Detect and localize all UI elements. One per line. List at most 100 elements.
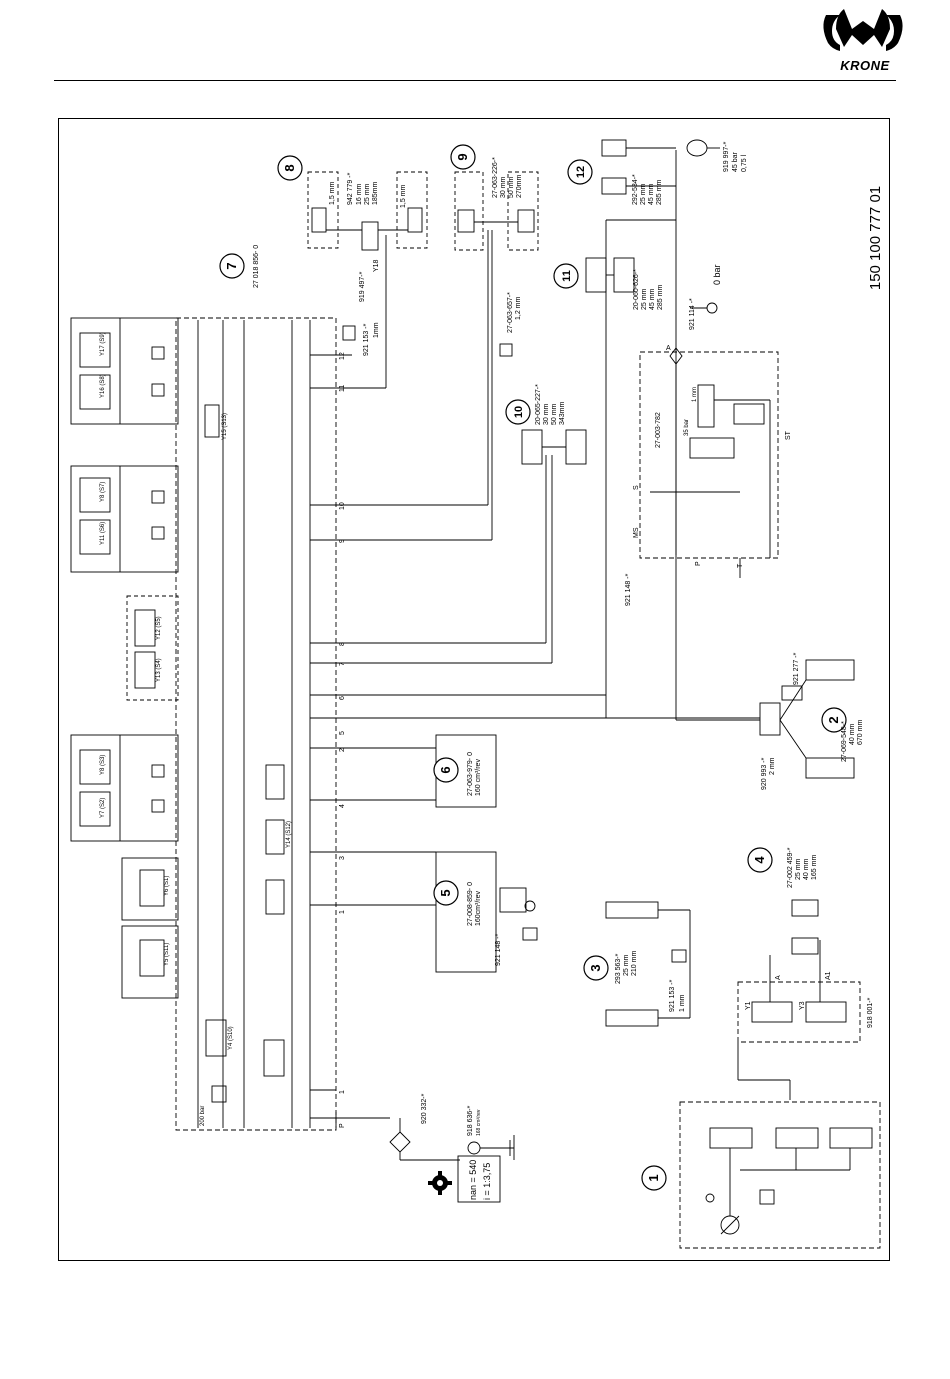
comp3-part: 293 563-*: [615, 953, 622, 984]
comp12-spec2: 45 mm: [648, 183, 655, 205]
valve-block-port-p: P: [695, 561, 702, 566]
pressure-relief-label: 200 bar: [200, 1106, 206, 1126]
valve-block-port-ms: MS: [633, 527, 640, 538]
line-number-9: 9: [339, 539, 346, 543]
valve-label-y7: Y7 (S2): [100, 798, 106, 818]
comp10-part: 20-065-227-*: [535, 384, 542, 425]
comp10-spec1: 30 mm: [543, 403, 550, 425]
line-number-5: 5: [339, 731, 346, 735]
line-number-4: 4: [339, 804, 346, 808]
valve-block-spec: 1 mm: [692, 387, 698, 402]
callout-8-circle: [277, 155, 303, 181]
callout-3: 3: [588, 964, 603, 971]
valve-block-port-s: S: [633, 485, 640, 490]
line-921-part: 921 148 -*: [625, 573, 632, 606]
callout-9: 9: [455, 153, 470, 160]
valve-y1y3-part: 918 001-*: [867, 997, 874, 1028]
pump-spec: 168 cm³/rev: [476, 1109, 482, 1136]
comp8-width-right: 1,5 mm: [400, 184, 407, 208]
callout-12: 12: [575, 166, 587, 178]
line-number-11: 11: [339, 385, 346, 392]
callout-4: 4: [752, 856, 767, 864]
valve-y1-label: Y1: [745, 1001, 752, 1010]
comp12-spec3: 285 mm: [656, 180, 663, 205]
restrictor-921-part: 921 153 -*: [363, 323, 370, 356]
throttle-920-spec: 2 mm: [769, 757, 776, 775]
callout-12-circle: [567, 159, 593, 185]
comp3-spec2: 210 mm: [631, 951, 638, 976]
line-number-8: 8: [339, 642, 346, 646]
comp11-spec3: 285 mm: [657, 285, 664, 310]
line-number-6: 6: [339, 696, 346, 700]
restrictor-12-part: 27-063-657-*: [507, 292, 514, 333]
comp11-spec2: 45 mm: [649, 288, 656, 310]
drive-gear-icon: [428, 1171, 452, 1195]
comp9-spec3: 270mm: [516, 174, 523, 198]
line-number-1: 1: [339, 910, 346, 914]
valve-block-port-t: T: [737, 563, 744, 568]
callout-7-circle: [219, 253, 245, 279]
line-number-1-bottom: 1: [339, 1090, 346, 1094]
valve-label-y5: Y5 (S11): [164, 943, 170, 966]
comp11-part: 20-060-626-*: [633, 269, 640, 310]
line-number-2: 2: [339, 748, 346, 752]
brand-name: KRONE: [840, 58, 890, 73]
throttle-920-part: 920 993 -*: [761, 757, 768, 790]
valve-label-y13: Y13 (S4): [156, 658, 162, 682]
filter-part: 920 332-*: [421, 1093, 428, 1124]
comp12-part: 292-534-*: [632, 174, 639, 205]
comp6-part: 27-063-979- 0: [467, 752, 474, 796]
comp3-spec1: 25 mm: [623, 954, 630, 976]
callout-2: 2: [826, 716, 841, 723]
comp2-spec1: 40 mm: [849, 723, 856, 745]
valve-label-y16: Y16 (S8): [100, 374, 106, 398]
header-rule: [54, 80, 896, 81]
valve-label-y12: Y12 (S5): [156, 616, 162, 640]
comp10-spec2: 50 mm: [551, 403, 558, 425]
valve-label-y8-s7: Y8 (S7): [100, 482, 106, 502]
line-number-3: 3: [339, 856, 346, 860]
valve-block-port-a: A: [666, 345, 671, 352]
comp4-spec1: 25 mm: [795, 858, 802, 880]
callout-11-circle: [553, 263, 579, 289]
callout-1-circle: [641, 1165, 667, 1191]
line-number-7: 7: [339, 662, 346, 666]
comp4-spec2: 40 mm: [803, 858, 810, 880]
callout-11: 11: [561, 270, 573, 282]
restrictor-921-spec: 1mm: [373, 322, 380, 338]
valve-block-pressure: 35 bar: [684, 419, 690, 436]
valve-block-part: 27-003-782: [655, 412, 662, 448]
comp2-part: 27-069-548-*: [841, 721, 848, 762]
comp8-part: 942 779 -*: [347, 172, 354, 205]
comp8-spec2: 25 mm: [364, 183, 371, 205]
comp9-spec2: 50 mm: [508, 176, 515, 198]
callout-9-circle: [450, 144, 476, 170]
valve18-label: Y18: [373, 259, 380, 272]
comp5-part: 27-008-859- 0: [467, 882, 474, 926]
comp12-spec1: 25 mm: [640, 183, 647, 205]
callout-2-circle: [821, 707, 847, 733]
valve-port-a: A: [775, 975, 782, 980]
valve-label-y4: Y4 (S10): [228, 1026, 234, 1050]
comp10-spec3: 343mm: [559, 401, 566, 425]
valve-y3-label: Y3: [799, 1001, 806, 1010]
accum-part: 919 997-*: [723, 141, 730, 172]
callout-8: 8: [282, 164, 297, 171]
comp4-part: 27-002 459-*: [787, 847, 794, 888]
comp9-part: 27-063-226-*: [492, 157, 499, 198]
restrictor3-part: 921 153 -*: [669, 979, 676, 1012]
valve-label-y15: Y15 (S13): [222, 413, 228, 440]
comp9-spec1: 30 mm: [500, 176, 507, 198]
diagram-frame: [58, 118, 890, 1261]
valve-label-y8-s3: Y8 (S3): [100, 755, 106, 775]
comp5-spec: 160cm³/rev: [475, 890, 482, 926]
callout-10-circle: [505, 399, 531, 425]
comp8-width-left: 1,5 mm: [329, 181, 336, 205]
valve-label-y17: Y17 (S9): [100, 332, 106, 356]
pump-ratio: i = 1:3,75: [482, 1163, 492, 1200]
valve-label-y6: Y6 (S1): [164, 876, 170, 896]
manifold-block-7: [175, 317, 337, 1131]
callout-3-circle: [583, 955, 609, 981]
callout-1: 1: [646, 1174, 661, 1181]
valve18-part: 919 497-*: [359, 271, 366, 302]
